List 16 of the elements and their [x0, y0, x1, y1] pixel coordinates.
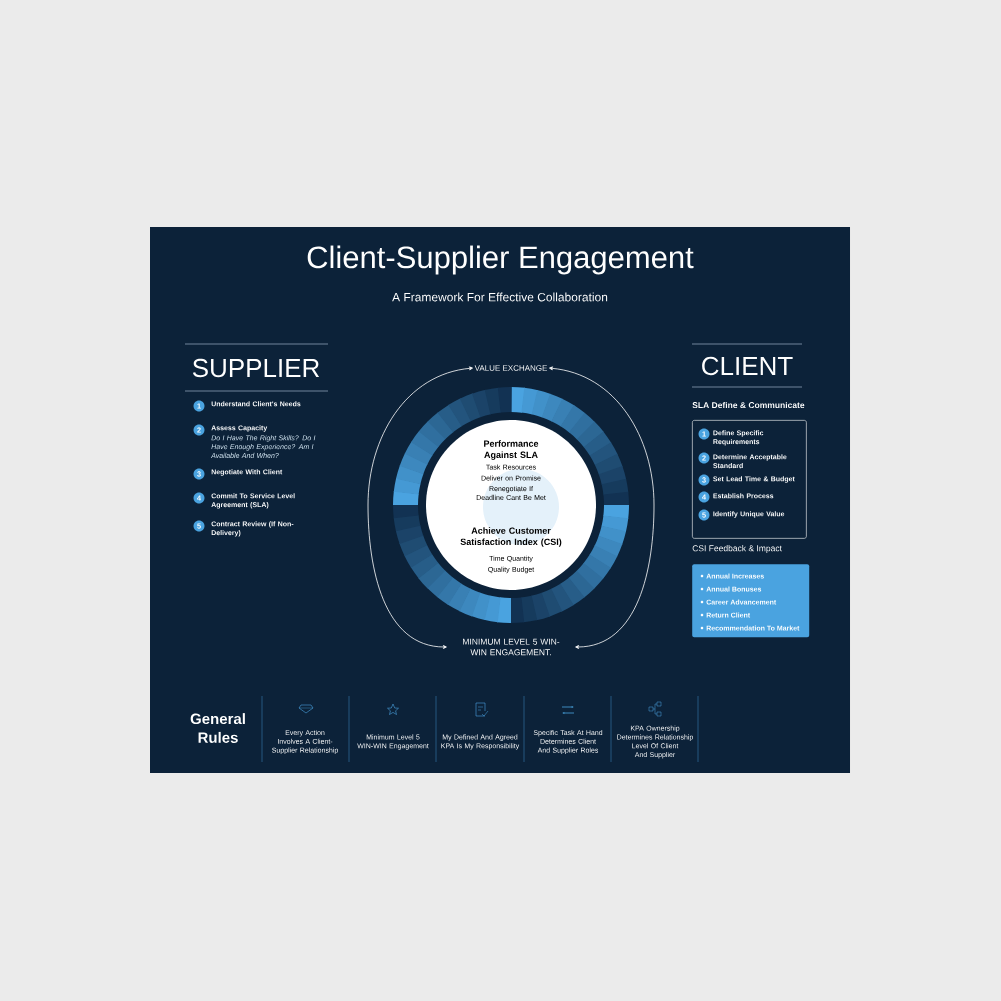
- outlined-box: [692, 401, 807, 539]
- box-heading: CSI Feedback & Impact: [692, 545, 782, 553]
- subtitle: A Framework For Effective Collaboration: [392, 292, 608, 302]
- curved-arrow: [549, 366, 655, 649]
- title: Client-Supplier Engagement: [307, 245, 694, 275]
- curved-arrow: [367, 366, 473, 649]
- heading: SUPPLIER: [192, 358, 320, 378]
- arc-label: MINIMUM LEVEL 5 WIN-WIN ENGAGEMENT.: [463, 638, 560, 656]
- rules-heading: General Rules: [190, 713, 245, 743]
- filled-box: [692, 545, 810, 638]
- arc-label: VALUE EXCHANGE: [474, 365, 548, 371]
- circle-heading: Achieve Customer Satisfaction Index (CSI): [460, 527, 562, 547]
- box-heading: SLA Define & Communicate: [692, 401, 805, 409]
- center-circle: [426, 420, 596, 590]
- circle-heading: Performance Against SLA: [484, 440, 539, 460]
- heading: CLIENT: [702, 356, 793, 376]
